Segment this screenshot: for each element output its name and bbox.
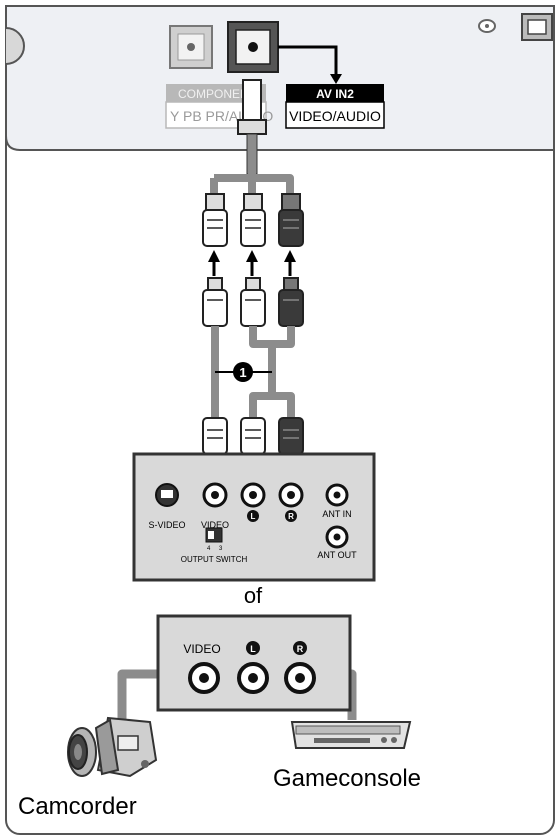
up-arrows [208,250,296,276]
audio-right-jack-icon [278,482,304,508]
source-left-badge [246,641,260,655]
arrow-up-icon [246,250,258,262]
component-label: COMPONENT [178,87,257,101]
vcr-panel: S-VIDEO VIDEO L R ANT IN [132,452,376,582]
separator-word: of [244,583,263,608]
svideo-jack-icon [155,483,179,507]
audio-left-jack-icon [240,482,266,508]
ant-out-label: ANT OUT [317,550,357,560]
camcorder-cable [117,669,160,720]
ant-in-label: ANT IN [322,509,351,519]
cable-plug-audio-left [240,277,266,327]
vcr-right-mark: R [288,512,294,521]
source-left-jack-icon [237,662,269,694]
output-switch-icon [205,527,223,543]
plug-head-icon [242,79,262,125]
tv-rear-panel: COMPONENT Y PB PR/AUDIO AV IN2 VIDEO/AUD… [5,5,555,151]
arrow-up-icon [284,250,296,262]
cable-callout: 1 [215,362,272,382]
gameconsole-icon [290,721,412,749]
callout-number-badge [233,362,253,382]
output-switch-label: OUTPUT SWITCH [181,555,248,564]
switch-4-label: 4 [207,546,211,552]
right-mark-badge [285,510,297,522]
cable-plug-video [202,277,228,327]
ant-in-jack-icon [325,483,349,507]
av-in2-label-bg [286,84,384,102]
left-mark-badge [247,510,259,522]
source-right-jack-icon [284,662,316,694]
source-left-mark: L [250,644,256,654]
av-in2-jack [227,21,279,73]
gameconsole-label: Gameconsole [273,765,421,792]
panel-knob-icon [5,27,25,65]
source-right-mark: R [297,644,304,654]
upper-plug-audio-right [278,193,304,247]
av-in2-label: AV IN2 [316,87,354,101]
upper-plug-audio-left [240,193,266,247]
component-jack [169,25,213,69]
camcorder-label: Camcorder [18,793,137,820]
callout-number: 1 [239,365,246,380]
video-jack-icon [202,482,228,508]
arrow-down-icon [330,74,342,84]
arrow-up-icon [208,250,220,262]
av-in2-sub-label: VIDEO/AUDIO [289,108,381,124]
cable-plug-audio-right [278,277,304,327]
vcr-left-mark: L [251,512,256,521]
av-cable-top [210,79,294,194]
ant-out-jack-icon [325,525,349,549]
vcr-video-label: VIDEO [201,520,229,530]
svideo-label: S-VIDEO [148,520,185,530]
component-label-bg [166,84,266,102]
source-video-jack-icon [188,662,220,694]
upper-plug-video [202,193,228,247]
camcorder-icon [67,716,158,778]
source-right-badge [293,641,307,655]
source-panel: VIDEO L R [117,614,357,720]
switch-3-label: 3 [219,546,223,552]
source-video-label: VIDEO [183,642,220,656]
